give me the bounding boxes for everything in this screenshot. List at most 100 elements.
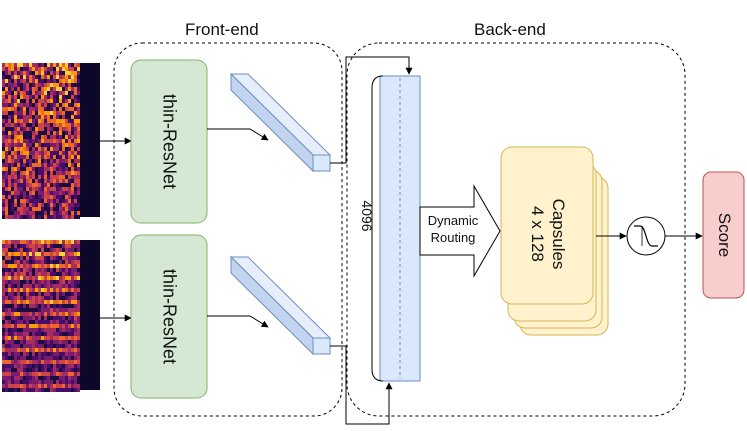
spectrogram-cell — [2, 324, 5, 328]
spectrogram-cell — [14, 260, 17, 264]
spectrogram-cell — [5, 103, 8, 107]
spectrogram-cell — [71, 276, 74, 280]
spectrogram-cell — [74, 183, 77, 187]
spectrogram-cell — [32, 388, 35, 392]
spectrogram-cell — [50, 312, 53, 316]
spectrogram-cell — [14, 99, 17, 103]
spectrogram-cell — [32, 155, 35, 159]
spectrogram-cell — [5, 304, 8, 308]
spectrogram-cell — [38, 207, 41, 211]
spectrogram-cell — [29, 207, 32, 211]
spectrogram-cell — [41, 320, 44, 324]
spectrogram-cell — [41, 183, 44, 187]
spectrogram-cell — [26, 332, 29, 336]
spectrogram-cell — [53, 376, 56, 380]
spectrogram-cell — [44, 95, 47, 99]
spectrogram-cell — [77, 360, 80, 364]
spectrogram-cell — [62, 324, 65, 328]
spectrogram-cell — [23, 143, 26, 147]
spectrogram-cell — [11, 276, 14, 280]
spectrogram-cell — [8, 139, 11, 143]
spectrogram-cell — [38, 336, 41, 340]
spectrogram-cell — [59, 256, 62, 260]
spectrogram-cell — [11, 368, 14, 372]
spectrogram-cell — [53, 324, 56, 328]
spectrogram-cell — [77, 123, 80, 127]
spectrogram-cell — [20, 320, 23, 324]
spectrogram-cell — [35, 364, 38, 368]
spectrogram-cell — [41, 324, 44, 328]
spectrogram-cell — [5, 127, 8, 131]
spectrogram-cell — [50, 95, 53, 99]
spectrogram-cell — [47, 63, 50, 67]
spectrogram-cell — [47, 191, 50, 195]
spectrogram-cell — [38, 211, 41, 215]
spectrogram-cell — [26, 123, 29, 127]
spectrogram-cell — [65, 320, 68, 324]
spectrogram-cell — [17, 244, 20, 248]
spectrogram-cell — [41, 256, 44, 260]
spectrogram-cell — [8, 264, 11, 268]
spectrogram-cell — [35, 123, 38, 127]
spectrogram-cell — [59, 240, 62, 244]
spectrogram-cell — [20, 324, 23, 328]
spectrogram-cell — [62, 284, 65, 288]
spectrogram-cell — [44, 115, 47, 119]
spectrogram-cell — [17, 240, 20, 244]
spectrogram-cell — [65, 380, 68, 384]
spectrogram-cell — [74, 364, 77, 368]
spectrogram-cell — [32, 183, 35, 187]
spectrogram-cell — [8, 384, 11, 388]
spectrogram-cell — [2, 179, 5, 183]
spectrogram-cell — [65, 103, 68, 107]
spectrogram-cell — [41, 248, 44, 252]
spectrogram-cell — [14, 147, 17, 151]
spectrogram-cell — [56, 292, 59, 296]
spectrogram-cell — [29, 336, 32, 340]
spectrogram-cell — [71, 119, 74, 123]
spectrogram-cell — [56, 264, 59, 268]
spectrogram-cell — [38, 175, 41, 179]
spectrogram-cell — [17, 276, 20, 280]
spectrogram-cell — [23, 75, 26, 79]
spectrogram-cell — [53, 304, 56, 308]
spectrogram-cell — [77, 348, 80, 352]
spectrogram-cell — [41, 264, 44, 268]
spectrogram-cell — [5, 91, 8, 95]
spectrogram-cell — [77, 252, 80, 256]
spectrogram-cell — [68, 304, 71, 308]
spectrogram-cell — [8, 388, 11, 392]
spectrogram-cell — [17, 360, 20, 364]
spectrogram-cell — [65, 63, 68, 67]
spectrogram-cell — [68, 179, 71, 183]
spectrogram-cell — [38, 352, 41, 356]
spectrogram-cell — [62, 63, 65, 67]
spectrogram-cell — [59, 368, 62, 372]
spectrogram-cell — [59, 292, 62, 296]
spectrogram-cell — [5, 215, 8, 219]
spectrogram-cell — [77, 215, 80, 219]
spectrogram-cell — [59, 147, 62, 151]
spectrogram-cell — [26, 187, 29, 191]
spectrogram-cell — [41, 292, 44, 296]
spectrogram-cell — [38, 179, 41, 183]
connector-top-to-concat — [330, 56, 413, 164]
spectrogram-cell — [23, 63, 26, 67]
spectrogram-cell — [2, 328, 5, 332]
spectrogram-cell — [5, 276, 8, 280]
spectrogram-cell — [71, 63, 74, 67]
spectrogram-cell — [11, 328, 14, 332]
spectrogram-cell — [47, 248, 50, 252]
spectrogram-cell — [50, 131, 53, 135]
spectrogram-cell — [2, 147, 5, 151]
spectrogram-cell — [53, 67, 56, 71]
front-end-title: Front-end — [185, 20, 259, 39]
spectrogram-cell — [23, 179, 26, 183]
dimension-bracket — [371, 75, 384, 382]
spectrogram-cell — [62, 276, 65, 280]
spectrogram-cell — [29, 211, 32, 215]
spectrogram-cell — [44, 75, 47, 79]
spectrogram-cell — [5, 151, 8, 155]
spectrogram-cell — [29, 356, 32, 360]
spectrogram-cell — [11, 207, 14, 211]
